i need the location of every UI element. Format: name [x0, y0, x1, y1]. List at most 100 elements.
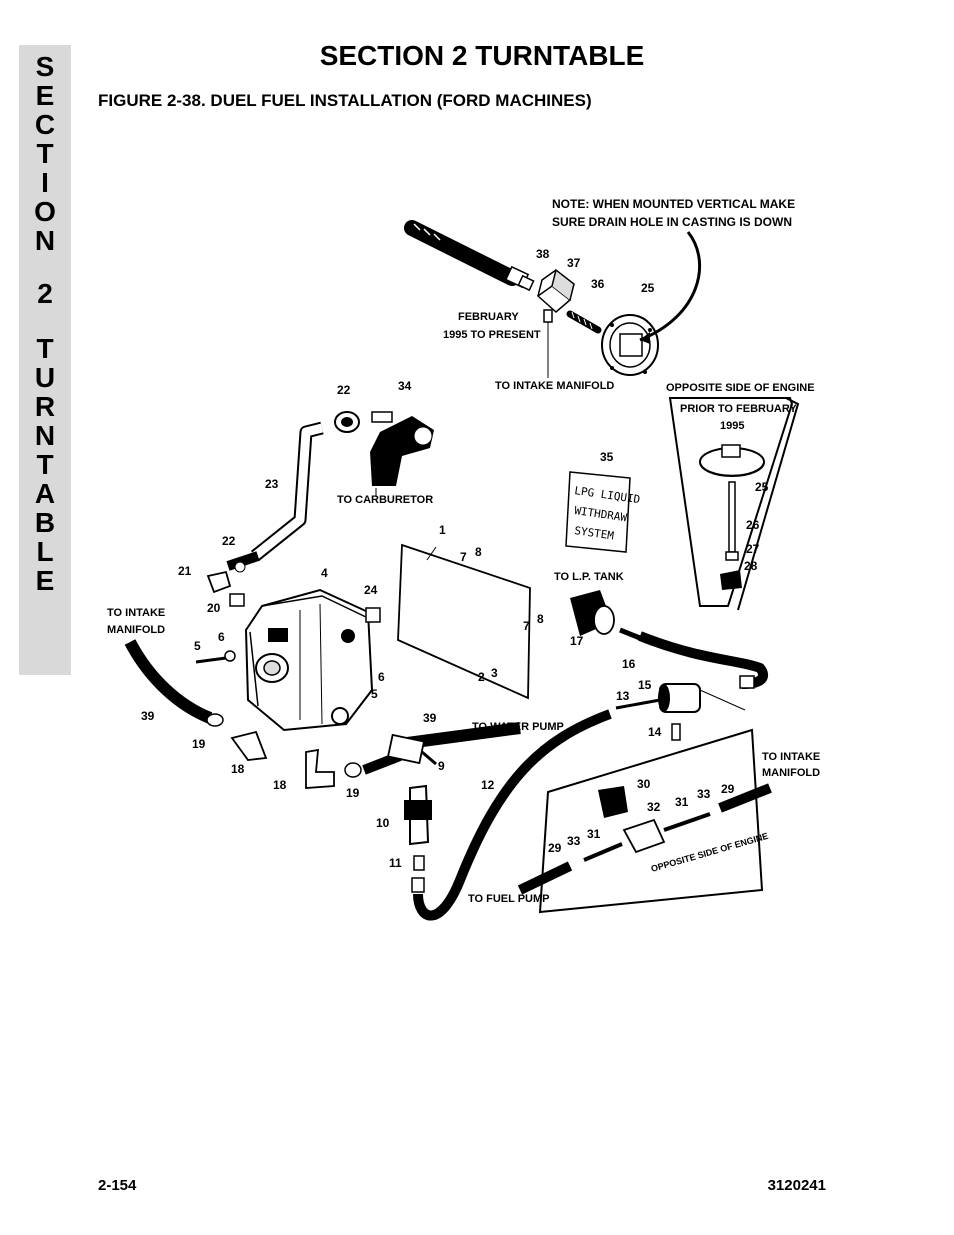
callout: 7	[460, 550, 467, 564]
callout: 34	[398, 379, 412, 393]
callout: 7	[523, 619, 530, 633]
to-lp-tank-label: TO L.P. TANK	[554, 571, 624, 583]
callout: 18	[273, 778, 287, 792]
callout: 25	[641, 281, 655, 295]
callout: 9	[438, 759, 445, 773]
callout: 35	[600, 450, 614, 464]
callout: 23	[265, 477, 279, 491]
callout: 4	[321, 566, 328, 580]
inset-opposite-side-engine	[538, 728, 764, 914]
callout: 26	[746, 518, 760, 532]
side-tab-letter: T	[36, 138, 54, 169]
year-label: 1995	[720, 420, 744, 432]
side-tab-letter: R	[34, 391, 56, 422]
lpg-tag-line-3: SYSTEM	[574, 524, 616, 542]
mounting-plate	[397, 543, 531, 700]
side-tab-letter: U	[34, 362, 56, 393]
to-intake-right-label: TO INTAKE	[762, 751, 820, 763]
callout: 28	[744, 559, 758, 573]
to-carburetor-label: TO CARBURETOR	[337, 494, 433, 506]
to-water-pump-label: TO WATER PUMP	[472, 721, 564, 733]
mixer-inset	[699, 444, 765, 590]
callout: 27	[746, 542, 760, 556]
mixer-top	[601, 314, 659, 376]
side-tab-letter: 2	[37, 278, 53, 309]
side-tab-letter: C	[34, 109, 56, 140]
fuel-hose-39-left	[124, 639, 268, 761]
fuel-filter-10	[404, 784, 432, 893]
lpg-warning-tag: LPG LIQUID WITHDRAW SYSTEM	[565, 471, 641, 553]
callout: 39	[423, 711, 437, 725]
present-label: 1995 TO PRESENT	[443, 329, 541, 341]
side-tab-letter: T	[36, 449, 54, 480]
figure-title: FIGURE 2-38. DUEL FUEL INSTALLATION (FOR…	[98, 91, 592, 110]
callout: 32	[647, 800, 661, 814]
inset-prior-to-february	[668, 397, 794, 607]
callout: 25	[755, 480, 769, 494]
callout: 5	[371, 687, 378, 701]
opposite-side-bottom-label: OPPOSITE SIDE OF ENGINE	[650, 831, 770, 874]
side-tab-letter: E	[35, 80, 55, 111]
callout: 31	[675, 795, 689, 809]
elbow-34	[370, 411, 434, 496]
side-tab-letter: B	[34, 507, 56, 538]
callout: 38	[536, 247, 550, 261]
callout: 5	[194, 639, 201, 653]
fittings-18-19	[305, 748, 402, 789]
callout: 20	[207, 601, 221, 615]
fuel-hose-12	[413, 709, 612, 921]
callout: 14	[648, 725, 662, 739]
callout-numbers: 38 37 36 25 22 34 23 35 25 26 27 28 1 22…	[141, 247, 769, 870]
note-line-1: NOTE: WHEN MOUNTED VERTICAL MAKE	[552, 197, 795, 211]
callout: 29	[548, 841, 562, 855]
callout: 31	[587, 827, 601, 841]
tee-fitting	[536, 268, 575, 378]
nipple-fitting	[566, 310, 602, 334]
callout: 8	[537, 612, 544, 626]
manifold-right-label: MANIFOLD	[762, 767, 820, 779]
side-tab-letter: T	[36, 333, 54, 364]
opposite-side-label: OPPOSITE SIDE OF ENGINE	[666, 382, 815, 394]
side-tab-letter: S	[35, 51, 55, 82]
water-pump-hose	[386, 722, 521, 766]
side-tab-letter: I	[41, 167, 49, 198]
drain-note-arrow	[639, 231, 702, 342]
vaporizer-regulator	[244, 588, 381, 732]
callout: 8	[475, 545, 482, 559]
callout: 16	[622, 657, 636, 671]
callout: 33	[567, 834, 581, 848]
callout: 19	[346, 786, 360, 800]
callout: 24	[364, 583, 378, 597]
callout: 29	[721, 782, 735, 796]
callout: 36	[591, 277, 605, 291]
callout: 6	[218, 630, 225, 644]
carburetor-hose	[250, 421, 324, 562]
to-intake-manifold-top-label: TO INTAKE MANIFOLD	[495, 380, 614, 392]
callout: 33	[697, 787, 711, 801]
callout: 17	[570, 634, 584, 648]
prior-to-february-label: PRIOR TO FEBRUARY	[680, 403, 797, 415]
callout: 13	[616, 689, 630, 703]
callout: 12	[481, 778, 495, 792]
callout: 2	[478, 670, 485, 684]
callout: 6	[378, 670, 385, 684]
intake-hose-top	[404, 220, 535, 292]
callout: 22	[222, 534, 236, 548]
callout: 11	[389, 856, 402, 870]
side-tab-letter: E	[35, 565, 55, 596]
callout: 21	[178, 564, 192, 578]
callout: 1	[439, 523, 446, 537]
side-tab-letter: L	[36, 536, 54, 567]
callout: 3	[491, 666, 498, 680]
hose-fittings-left	[195, 551, 260, 664]
to-fuel-pump-label: TO FUEL PUMP	[468, 893, 550, 905]
callout: 15	[638, 678, 652, 692]
callout: 22	[337, 383, 351, 397]
document-number: 3120241	[767, 1177, 826, 1194]
february-label: FEBRUARY	[458, 311, 519, 323]
section-title: SECTION 2 TURNTABLE	[319, 40, 645, 71]
manifold-left-label: MANIFOLD	[107, 624, 165, 636]
lockoff-15	[615, 683, 746, 741]
callout: 39	[141, 709, 155, 723]
